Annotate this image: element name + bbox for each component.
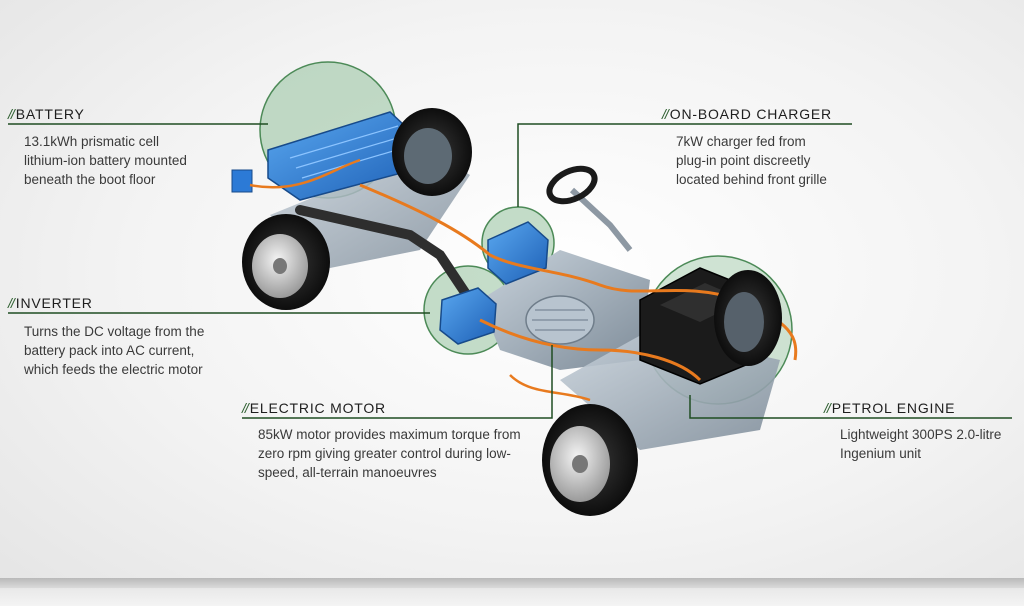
hv-cable	[479, 318, 702, 382]
battery-desc-line: lithium-ion battery mounted	[24, 153, 187, 168]
inverter-title-text: INVERTER	[15, 295, 93, 311]
motor-desc-line: zero rpm giving greater control during l…	[258, 446, 511, 461]
title-slash: //	[242, 400, 249, 416]
battery-title: //BATTERY	[8, 106, 85, 122]
battery-description: 13.1kWh prismatic cell lithium-ion batte…	[24, 132, 187, 189]
motor-fins	[532, 309, 588, 331]
charger-desc-line: located behind front grille	[676, 172, 827, 187]
engine-desc-line: Lightweight 300PS 2.0-litre	[840, 427, 1002, 442]
charger-title-text: ON-BOARD CHARGER	[669, 106, 832, 122]
engine-desc-line: Ingenium unit	[840, 446, 922, 461]
motor-desc-line: 85kW motor provides maximum torque from	[258, 427, 521, 442]
wheel-icon	[714, 270, 782, 366]
motor-desc-line: speed, all-terrain manoeuvres	[258, 465, 437, 480]
floor-band	[0, 578, 1024, 606]
motor-title: //ELECTRIC MOTOR	[242, 400, 386, 416]
engine-leader-line	[689, 395, 1012, 419]
charger-desc-line: 7kW charger fed from	[676, 134, 806, 149]
wheel-icon	[392, 108, 472, 196]
engine-description: Lightweight 300PS 2.0-litre Ingenium uni…	[840, 425, 1001, 463]
motor-title-text: ELECTRIC MOTOR	[249, 400, 386, 416]
hv-cable	[509, 374, 591, 402]
battery-desc-line: 13.1kWh prismatic cell	[24, 134, 160, 149]
inverter-icon	[439, 287, 497, 345]
inverter-title: //INVERTER	[8, 295, 93, 311]
engine-title: //PETROL ENGINE	[824, 400, 955, 416]
steering-column	[569, 187, 633, 252]
exhaust-pipe	[295, 205, 475, 305]
battery-junction-box	[231, 169, 253, 193]
inverter-desc-line: which feeds the electric motor	[24, 362, 203, 377]
battery-desc-line: beneath the boot floor	[24, 172, 156, 187]
hv-cable	[249, 158, 361, 189]
floor-strip	[0, 578, 1024, 588]
charger-leader-line	[517, 123, 852, 207]
inverter-desc-line: Turns the DC voltage from the	[24, 324, 205, 339]
inverter-description: Turns the DC voltage from the battery pa…	[24, 322, 204, 379]
charger-desc-line: plug-in point discreetly	[676, 153, 811, 168]
charger-title: //ON-BOARD CHARGER	[662, 106, 832, 122]
title-slash: //	[8, 106, 15, 122]
motor-leader-line	[242, 345, 553, 419]
battery-title-text: BATTERY	[15, 106, 85, 122]
charger-description: 7kW charger fed from plug-in point discr…	[676, 132, 827, 189]
engine-title-text: PETROL ENGINE	[831, 400, 956, 416]
wheel-icon	[242, 214, 330, 310]
inverter-desc-line: battery pack into AC current,	[24, 343, 195, 358]
title-slash: //	[8, 295, 15, 311]
motor-description: 85kW motor provides maximum torque from …	[258, 425, 521, 482]
wheel-icon	[542, 404, 638, 516]
title-slash: //	[824, 400, 831, 416]
steering-wheel-icon	[546, 165, 598, 205]
title-slash: //	[662, 106, 669, 122]
